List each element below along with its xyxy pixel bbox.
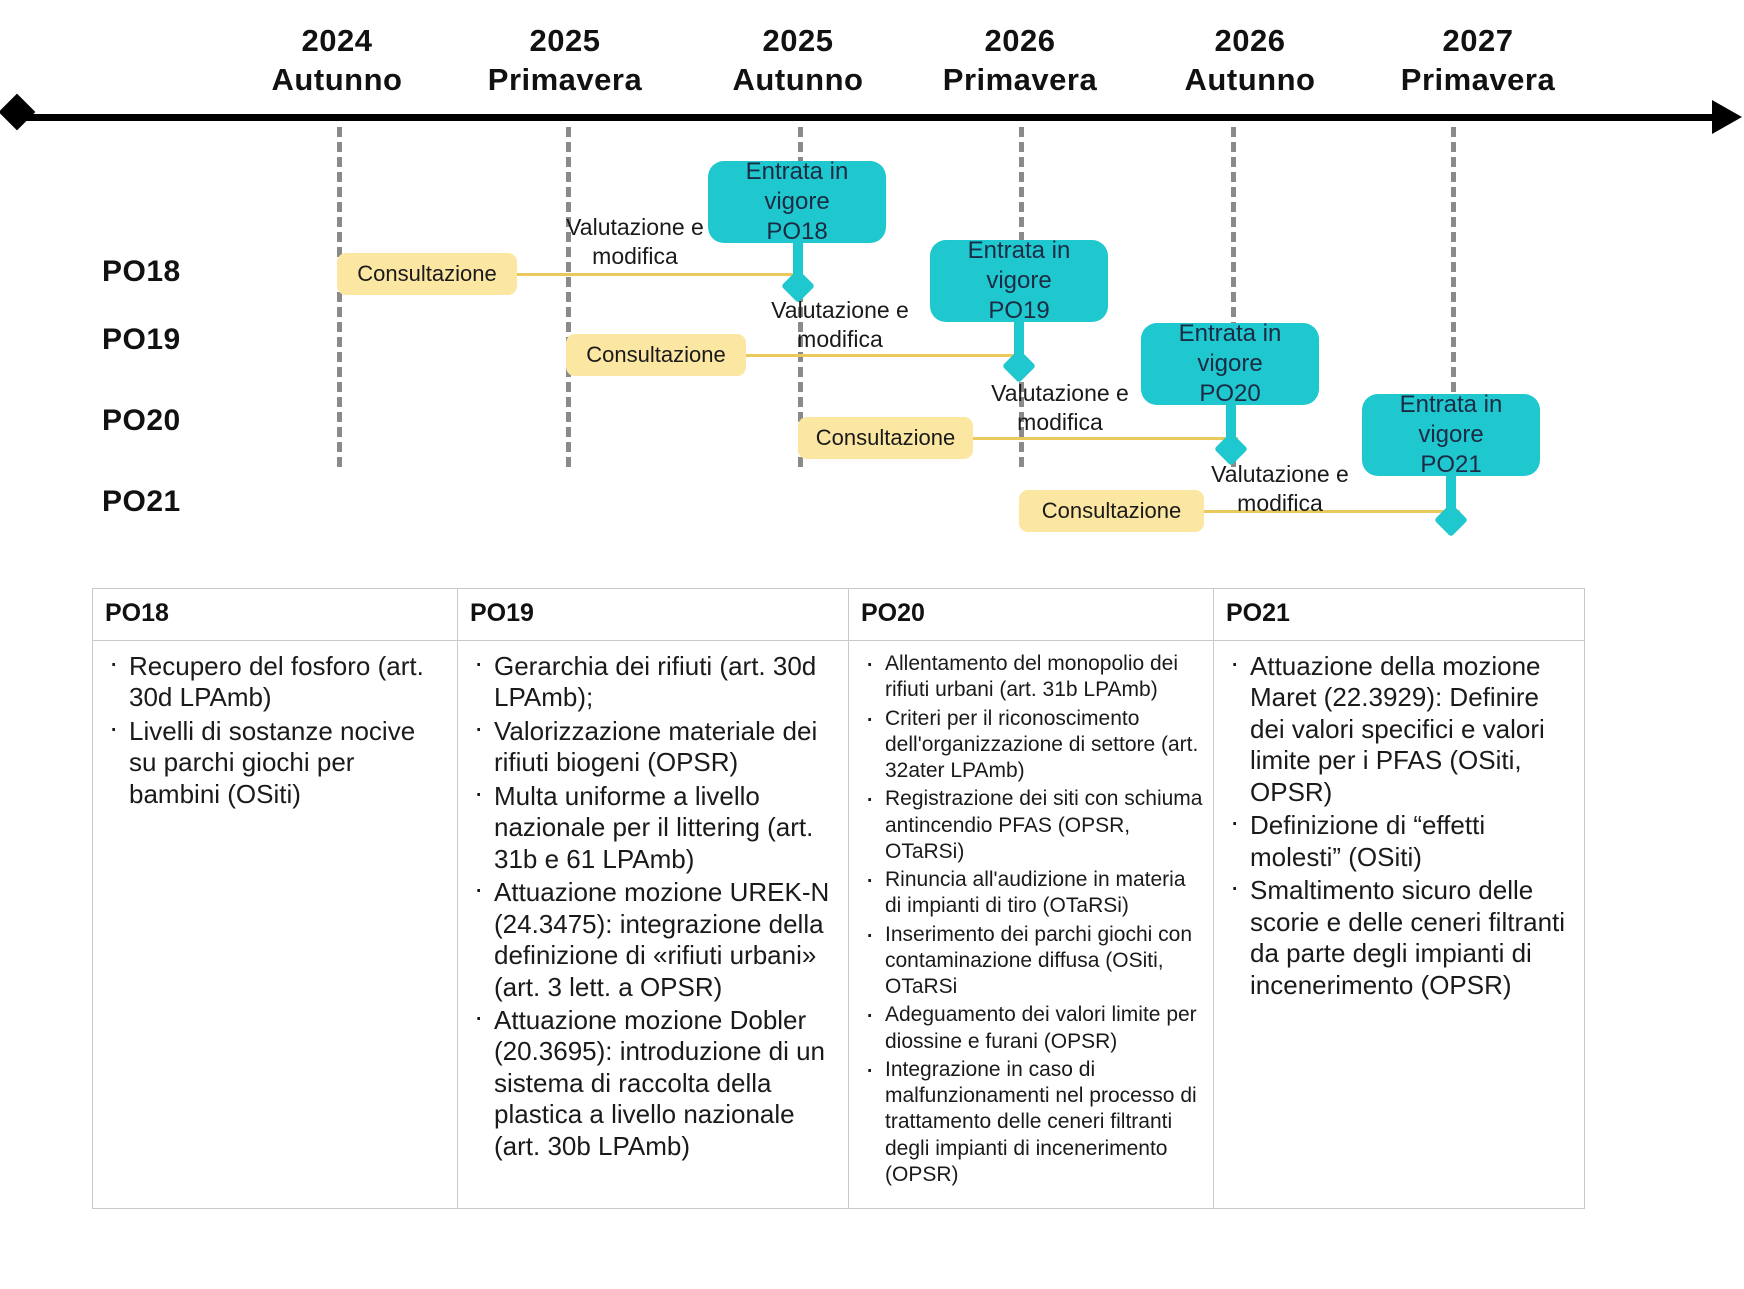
axis-tick-year: 2027 xyxy=(1442,23,1514,58)
bullet-list-po18: Recupero del fosforo (art. 30d LPAmb) Li… xyxy=(103,649,447,810)
list-item: Smaltimento sicuro delle scorie e delle … xyxy=(1230,873,1574,1001)
axis-tick-label-3: 2026 Primavera xyxy=(905,22,1135,100)
callout-line1: Entrata in vigore xyxy=(967,237,1071,294)
consultation-line-po19 xyxy=(727,354,1022,357)
list-item: Recupero del fosforo (art. 30d LPAmb) xyxy=(109,649,447,714)
axis-tick-label-4: 2026 Autunno xyxy=(1135,22,1365,100)
list-item: Gerarchia dei rifiuti (art. 30d LPAmb); xyxy=(474,649,838,714)
consultation-line-po20 xyxy=(955,437,1238,440)
callout-line1: Entrata in vigore xyxy=(745,158,849,215)
callout-line1: Entrata in vigore xyxy=(1399,391,1503,448)
consultation-line-po21 xyxy=(1185,510,1460,513)
list-item: Livelli di sostanze nocive su parchi gio… xyxy=(109,714,447,810)
consultation-pill-po19: Consultazione xyxy=(566,334,746,376)
axis-start-marker xyxy=(0,93,36,131)
callout-po18: Entrata in vigore PO18 xyxy=(708,158,886,245)
callout-stem-po20 xyxy=(1226,401,1236,446)
callout-stem-po18 xyxy=(793,238,803,283)
callout-po21: Entrata in vigore PO21 xyxy=(1362,391,1540,478)
evaluation-label-po18: Valutazione e modifica xyxy=(566,214,704,269)
axis-tick-season: Autunno xyxy=(271,61,403,97)
table-cell-po21: Attuazione della mozione Maret (22.3929)… xyxy=(1213,640,1585,1209)
gridline-2026-autunno xyxy=(1231,127,1236,467)
callout-line2: PO19 xyxy=(988,297,1050,324)
consultation-line-po18 xyxy=(500,273,800,276)
gridline-2027-primavera xyxy=(1451,127,1456,467)
timeline-row-label-po21: PO21 xyxy=(102,485,181,518)
callout-diamond-po21 xyxy=(1434,503,1468,537)
timeline-axis xyxy=(18,114,1730,121)
list-item: Multa uniforme a livello nazionale per i… xyxy=(474,779,838,875)
list-item: Adeguamento dei valori limite per diossi… xyxy=(865,1000,1203,1055)
table-header-po18: PO18 xyxy=(92,588,458,641)
consultation-pill-po21: Consultazione xyxy=(1019,490,1204,532)
table-header-po19: PO19 xyxy=(457,588,849,641)
axis-tick-season: Primavera xyxy=(1400,61,1556,97)
list-item: Registrazione dei siti con schiuma antin… xyxy=(865,784,1203,865)
list-item: Criteri per il riconoscimento dell'organ… xyxy=(865,704,1203,785)
callout-stem-po19 xyxy=(1014,318,1024,363)
axis-arrow-icon xyxy=(1712,100,1742,134)
axis-tick-year: 2024 xyxy=(301,23,373,58)
list-item: Allentamento del monopolio dei rifiuti u… xyxy=(865,649,1203,704)
table-header-po20: PO20 xyxy=(848,588,1214,641)
evaluation-label-po21: Valutazione e modifica xyxy=(1211,461,1349,516)
list-item: Rinuncia all'audizione in materia di imp… xyxy=(865,865,1203,920)
list-item: Integrazione in caso di malfunzionamenti… xyxy=(865,1055,1203,1188)
table-header-po21: PO21 xyxy=(1213,588,1585,641)
axis-tick-label-5: 2027 Primavera xyxy=(1363,22,1593,100)
callout-stem-po21 xyxy=(1446,472,1456,517)
list-item: Attuazione della mozione Maret (22.3929)… xyxy=(1230,649,1574,808)
consultation-pill-po18: Consultazione xyxy=(337,253,517,295)
axis-tick-season: Primavera xyxy=(487,61,643,97)
bullet-list-po21: Attuazione della mozione Maret (22.3929)… xyxy=(1224,649,1574,1001)
timeline-row-label-po20: PO20 xyxy=(102,404,181,437)
axis-tick-year: 2026 xyxy=(984,23,1056,58)
callout-line2: PO21 xyxy=(1420,451,1482,478)
gridline-2024-autunno xyxy=(337,127,342,467)
callout-line2: PO20 xyxy=(1199,380,1261,407)
table-row: Recupero del fosforo (art. 30d LPAmb) Li… xyxy=(92,640,1585,1209)
list-item: Inserimento dei parchi giochi con contam… xyxy=(865,920,1203,1001)
ordinances-detail-table: PO18 PO19 PO20 PO21 Recupero del fosforo… xyxy=(92,588,1585,1209)
axis-tick-season: Primavera xyxy=(942,61,1098,97)
gridline-2025-primavera xyxy=(566,127,571,467)
timeline-row-label-po18: PO18 xyxy=(102,255,181,288)
callout-line1: Entrata in vigore xyxy=(1178,320,1282,377)
table-cell-po20: Allentamento del monopolio dei rifiuti u… xyxy=(848,640,1214,1209)
axis-tick-season: Autunno xyxy=(1184,61,1316,97)
list-item: Valorizzazione materiale dei rifiuti bio… xyxy=(474,714,838,779)
axis-tick-year: 2026 xyxy=(1214,23,1286,58)
table-header-row: PO18 PO19 PO20 PO21 xyxy=(92,588,1585,641)
callout-po20: Entrata in vigore PO20 xyxy=(1141,320,1319,407)
evaluation-label-po20: Valutazione e modifica xyxy=(991,380,1129,435)
axis-tick-year: 2025 xyxy=(529,23,601,58)
axis-tick-label-1: 2025 Primavera xyxy=(450,22,680,100)
bullet-list-po19: Gerarchia dei rifiuti (art. 30d LPAmb); … xyxy=(468,649,838,1162)
bullet-list-po20: Allentamento del monopolio dei rifiuti u… xyxy=(859,649,1203,1188)
axis-tick-season: Autunno xyxy=(732,61,864,97)
list-item: Definizione di “effetti molesti” (OSiti) xyxy=(1230,808,1574,873)
axis-tick-year: 2025 xyxy=(762,23,834,58)
timeline-row-label-po19: PO19 xyxy=(102,323,181,356)
timeline-diagram: 2024 Autunno 2025 Primavera 2025 Autunno… xyxy=(0,0,1744,640)
list-item: Attuazione mozione UREK-N (24.3475): int… xyxy=(474,875,838,1003)
table-cell-po19: Gerarchia dei rifiuti (art. 30d LPAmb); … xyxy=(457,640,849,1209)
callout-po19: Entrata in vigore PO19 xyxy=(930,237,1108,324)
callout-line2: PO18 xyxy=(766,218,828,245)
consultation-pill-po20: Consultazione xyxy=(798,417,973,459)
table-cell-po18: Recupero del fosforo (art. 30d LPAmb) Li… xyxy=(92,640,458,1209)
list-item: Attuazione mozione Dobler (20.3695): int… xyxy=(474,1003,838,1162)
axis-tick-label-2: 2025 Autunno xyxy=(683,22,913,100)
axis-tick-label-0: 2024 Autunno xyxy=(222,22,452,100)
evaluation-label-po19: Valutazione e modifica xyxy=(771,297,909,352)
